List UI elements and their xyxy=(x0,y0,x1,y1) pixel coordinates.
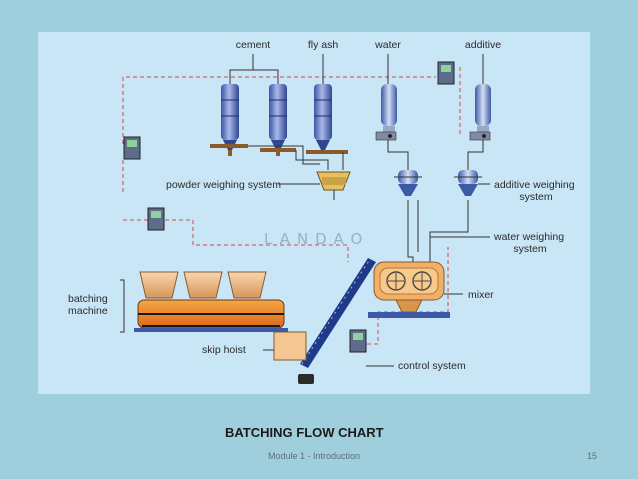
label-additive-weighing-2: system xyxy=(519,191,553,203)
watermark: LANDAO xyxy=(264,230,369,248)
control-panel-left-upper xyxy=(123,136,141,160)
water-tank xyxy=(375,84,397,141)
cement-silo-2 xyxy=(269,84,287,150)
footer-page-number: 15 xyxy=(587,451,598,461)
mixer xyxy=(368,261,450,318)
label-cement: cement xyxy=(236,39,271,51)
label-batching-1: batching xyxy=(68,293,108,305)
additive-tank xyxy=(469,84,491,141)
label-leaders xyxy=(263,183,490,367)
label-fly-ash: fly ash xyxy=(308,39,339,51)
label-water-weighing-2: system xyxy=(513,243,547,255)
label-batching-2: machine xyxy=(68,305,108,317)
skip-hoist-ramp xyxy=(273,258,376,384)
label-powder-weighing-system: powder weighing system xyxy=(166,179,281,191)
label-control-system: control system xyxy=(398,360,466,372)
water-weighing-tank xyxy=(394,170,422,196)
batching-bracket xyxy=(120,279,125,333)
powder-weighing-hopper xyxy=(316,171,351,200)
label-additive-weighing-1: additive weighing xyxy=(494,179,575,191)
diagram-svg: LANDAO cement fly ash water additive pow… xyxy=(68,39,575,384)
label-additive: additive xyxy=(465,39,501,51)
liquid-pipes xyxy=(387,140,484,269)
silo-label-brackets xyxy=(229,54,484,84)
label-mixer: mixer xyxy=(468,289,494,301)
footer-module-text: Module 1 - Introduction xyxy=(268,451,361,461)
label-water-weighing-1: water weighing xyxy=(493,231,564,243)
cement-silo-1 xyxy=(221,84,239,150)
screw-conveyors xyxy=(210,144,348,156)
label-skip-hoist: skip hoist xyxy=(202,344,246,356)
control-panel-bottom xyxy=(349,329,367,353)
batching-machine xyxy=(134,271,288,332)
slide-caption: BATCHING FLOW CHART xyxy=(225,425,384,440)
batching-flow-diagram: LANDAO cement fly ash water additive pow… xyxy=(38,32,590,394)
additive-weighing-tank xyxy=(454,170,482,196)
control-panel-top-right xyxy=(437,61,455,85)
control-panel-left-lower xyxy=(147,207,165,231)
conveyor-lines xyxy=(248,145,344,170)
label-water: water xyxy=(374,39,401,51)
fly-ash-silo xyxy=(314,84,332,150)
